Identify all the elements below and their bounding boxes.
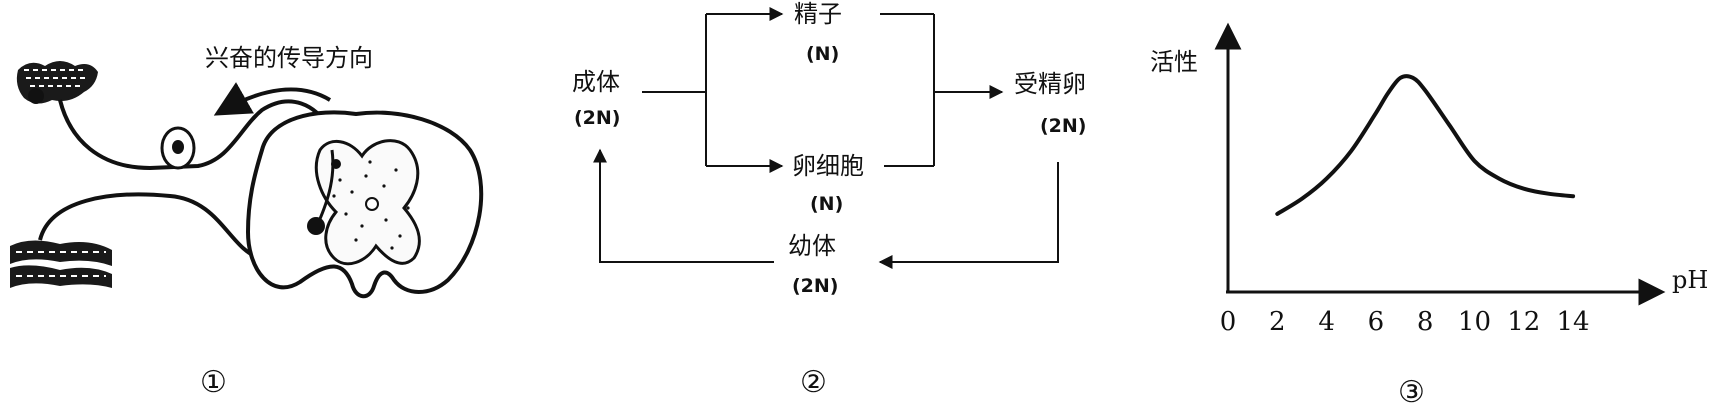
enzyme-activity-chart: 活性 pH 0 2 4 6 8 10 12 14 ③ xyxy=(1150,22,1708,409)
reflex-arc-diagram: 兴奋的传导方向 ① xyxy=(10,44,484,400)
node-adult-ploidy: (2N) xyxy=(574,107,621,129)
arrow-to-adult xyxy=(593,148,774,263)
x-tick-label: 8 xyxy=(1417,307,1434,337)
y-axis-label: 活性 xyxy=(1150,48,1198,76)
x-tick-label: 0 xyxy=(1220,307,1237,337)
node-egg-ploidy: (N) xyxy=(810,193,843,215)
gray-matter-stipple xyxy=(332,160,410,250)
node-zygote: 受精卵 xyxy=(1014,70,1086,98)
panel3-number: ③ xyxy=(1398,375,1425,409)
flow-arrows xyxy=(593,7,1059,269)
x-tick-labels: 0 2 4 6 8 10 12 14 xyxy=(1220,307,1590,337)
x-tick-label: 2 xyxy=(1269,307,1286,337)
node-adult: 成体 xyxy=(572,68,620,96)
activity-curve xyxy=(1275,74,1576,216)
panel1-number: ① xyxy=(200,365,227,400)
node-egg: 卵细胞 xyxy=(792,152,864,180)
x-tick-label: 12 xyxy=(1507,307,1540,337)
excitation-direction-label: 兴奋的传导方向 xyxy=(205,44,373,72)
arrow-to-juvenile xyxy=(878,162,1059,269)
node-juvenile: 幼体 xyxy=(788,232,836,260)
node-zygote-ploidy: (2N) xyxy=(1040,115,1087,137)
excitation-direction-arrow xyxy=(213,82,332,116)
x-tick-label: 6 xyxy=(1368,307,1385,337)
x-tick-label: 10 xyxy=(1458,307,1491,337)
receptor-tissue xyxy=(16,61,98,104)
node-sperm-ploidy: (N) xyxy=(806,43,839,65)
x-tick-label: 14 xyxy=(1557,307,1590,337)
effector-muscle xyxy=(10,240,112,288)
life-cycle-diagram: 成体 (2N) 精子 (N) 卵细胞 (N) 受精卵 (2N) 幼体 (2N) … xyxy=(572,0,1087,400)
node-sperm: 精子 xyxy=(794,0,842,28)
node-juvenile-ploidy: (2N) xyxy=(792,275,839,297)
central-canal xyxy=(365,197,379,211)
x-axis-label: pH xyxy=(1672,266,1708,294)
x-tick-label: 4 xyxy=(1318,307,1335,337)
panel2-number: ② xyxy=(800,365,827,400)
